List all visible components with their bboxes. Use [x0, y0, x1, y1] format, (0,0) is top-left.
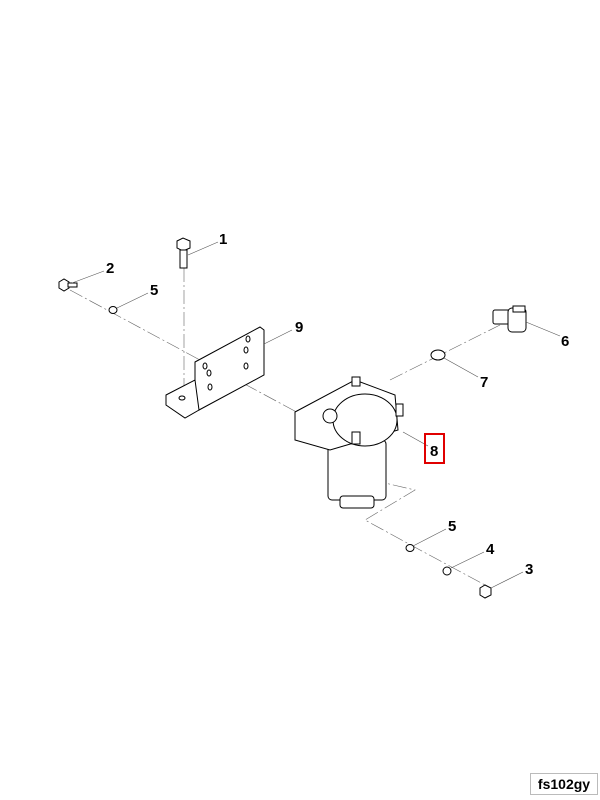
part-elbow-fitting[interactable] — [492, 305, 527, 333]
part-washer-lower[interactable] — [405, 544, 415, 552]
part-washer-upper[interactable] — [108, 306, 118, 314]
leader-lines — [71, 241, 561, 589]
part-bolt[interactable] — [176, 237, 191, 269]
callout-5-upper[interactable]: 5 — [150, 282, 158, 299]
callout-3[interactable]: 3 — [525, 561, 533, 578]
assembly-axis-lines — [69, 268, 501, 586]
part-o-ring[interactable] — [430, 349, 446, 361]
figure-id-label: fs102gy — [530, 773, 598, 795]
part-nut[interactable] — [479, 584, 492, 599]
callout-1[interactable]: 1 — [219, 231, 227, 248]
callout-4[interactable]: 4 — [486, 541, 495, 558]
callout-9[interactable]: 9 — [295, 319, 303, 336]
callout-6[interactable]: 6 — [561, 333, 569, 350]
callout-8-highlight — [424, 433, 445, 464]
part-lock-washer[interactable] — [442, 566, 452, 576]
callout-5-lower[interactable]: 5 — [448, 518, 456, 535]
callout-2[interactable]: 2 — [106, 260, 114, 277]
part-bracket[interactable] — [165, 326, 265, 419]
callout-8[interactable]: 8 — [430, 443, 438, 460]
part-screw[interactable] — [58, 278, 78, 292]
part-fuel-filter[interactable] — [294, 376, 404, 509]
callout-7[interactable]: 7 — [480, 374, 488, 391]
